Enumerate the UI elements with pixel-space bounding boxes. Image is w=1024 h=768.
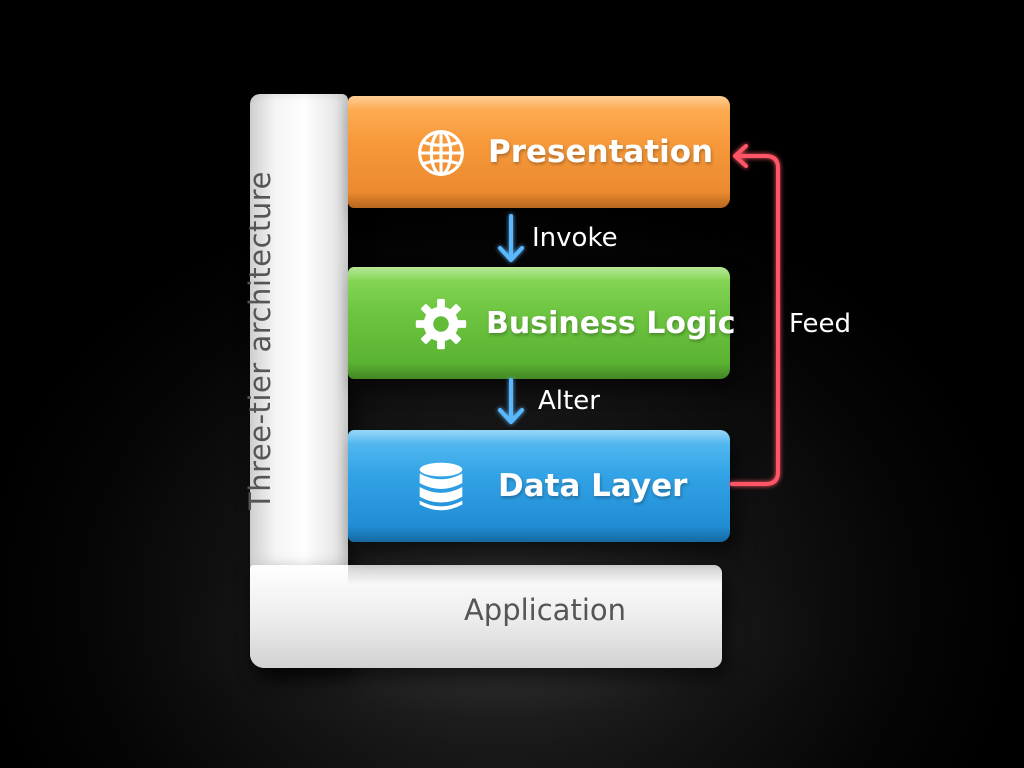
tier-business-logic: Business Logic: [348, 267, 736, 379]
globe-icon: [418, 130, 464, 176]
flow-label-feed: Feed: [789, 309, 852, 339]
tier-data-layer: Data Layer: [348, 430, 730, 542]
frame-inner-shadow: [348, 565, 722, 585]
tier-label-presentation: Presentation: [488, 134, 714, 170]
tier-presentation: Presentation: [348, 96, 730, 208]
tier-face: [348, 267, 730, 379]
invoke-arrow: [498, 214, 524, 262]
frame-vertical-label: Three-tier architecture: [243, 171, 277, 510]
tier-label-data-layer: Data Layer: [498, 468, 688, 504]
tier-label-business-logic: Business Logic: [486, 305, 736, 341]
tier-bottom-edge: [348, 363, 730, 379]
tier-face: [348, 430, 730, 542]
gear-icon: [415, 298, 467, 350]
flow-label-invoke: Invoke: [532, 223, 618, 253]
tier-bottom-edge: [348, 526, 730, 542]
frame-base-bar: [250, 565, 722, 668]
frame-base-label: Application: [463, 593, 627, 627]
flow-label-alter: Alter: [538, 386, 600, 416]
database-icon: [419, 462, 463, 511]
tier-bevel: [348, 267, 730, 281]
feed-arrow: [730, 144, 780, 486]
tier-bevel: [348, 96, 730, 110]
tier-bevel: [348, 430, 730, 444]
alter-arrow: [498, 378, 524, 424]
tier-bottom-edge: [348, 192, 730, 208]
tier-face: [348, 96, 730, 208]
